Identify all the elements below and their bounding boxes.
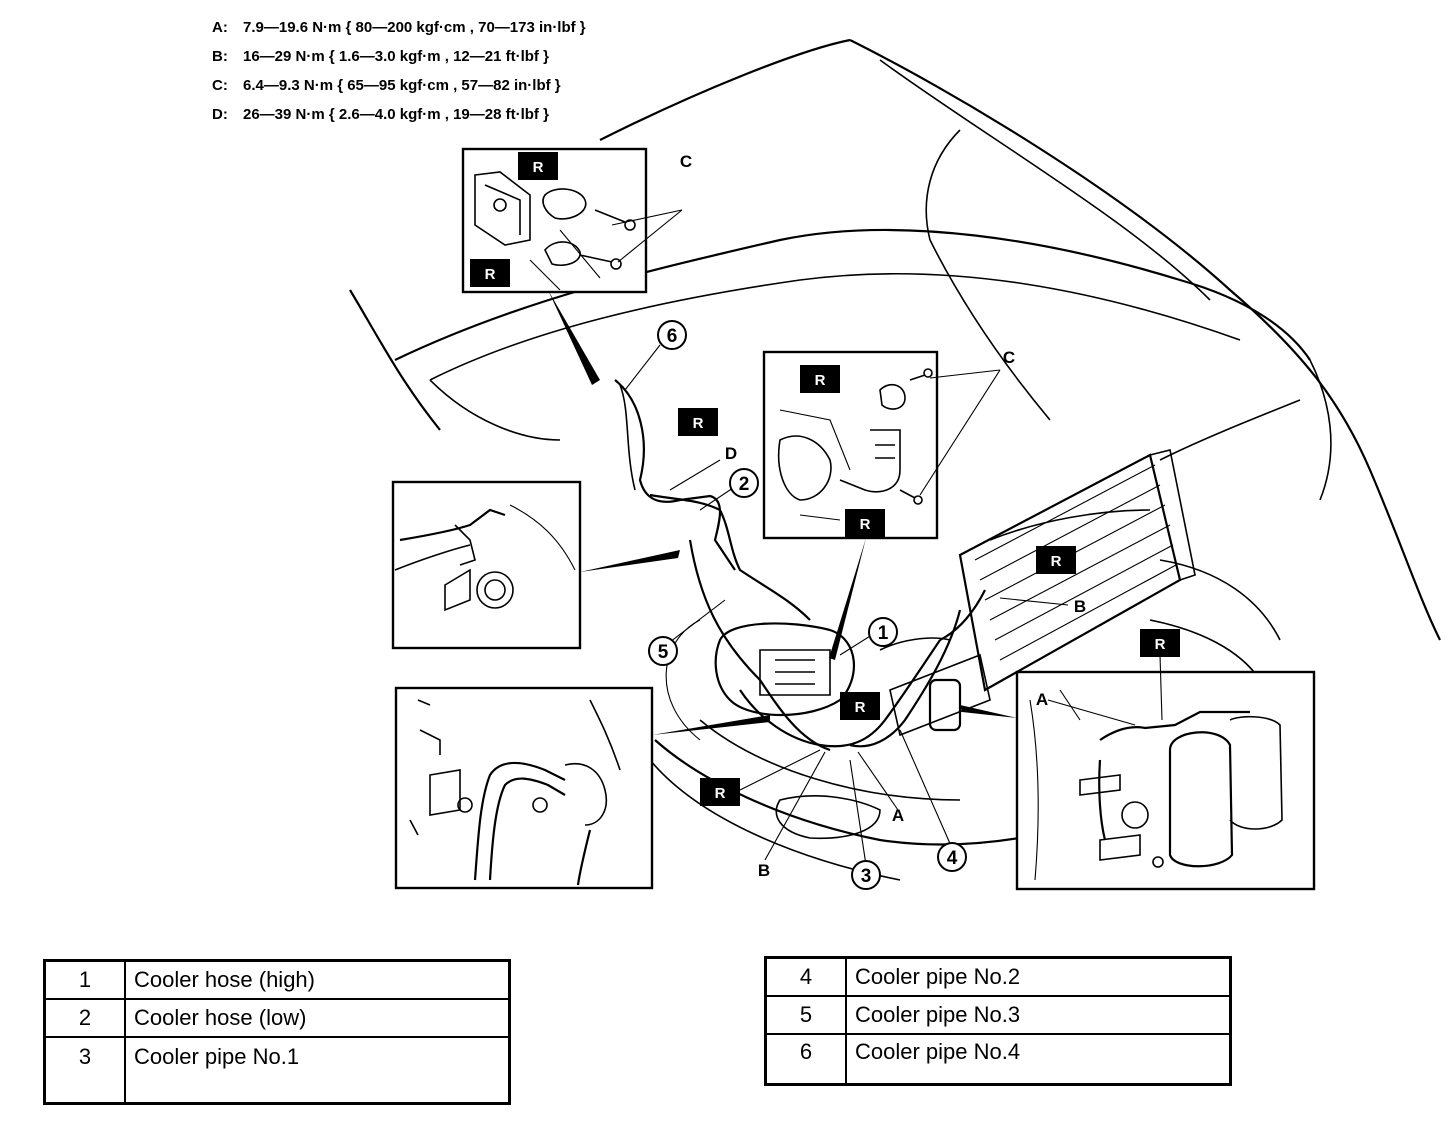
inset-lower-clamp (394, 686, 654, 890)
legend-part-number: 1 (43, 959, 126, 1000)
svg-text:3: 3 (861, 866, 872, 887)
replace-marker: R (700, 778, 740, 806)
svg-text:R: R (485, 266, 496, 283)
callout-1: 1 (868, 617, 898, 647)
spec-d-key: D: (212, 106, 228, 123)
legend-part-number: 4 (764, 956, 847, 997)
legend-part-name: Cooler pipe No.2 (845, 956, 1232, 997)
spec-a-key: A: (212, 19, 228, 36)
replace-marker: R (800, 365, 840, 393)
leader-lines (548, 209, 1163, 866)
spec-b-key: B: (212, 48, 228, 65)
callout-2: 2 (729, 468, 759, 498)
svg-text:R: R (533, 159, 544, 176)
svg-text:6: 6 (667, 326, 678, 347)
label-a-inset: A (1036, 690, 1048, 709)
legend-part-name: Cooler hose (low) (124, 998, 511, 1038)
spec-d-value: 26—39 N·m { 2.6—4.0 kgf·m , 19—28 ft·lbf… (243, 106, 549, 123)
svg-text:R: R (815, 372, 826, 389)
label-c-right: C (1003, 348, 1015, 367)
replace-markers: R R R R R R R R R (470, 152, 1180, 806)
label-d: D (725, 444, 737, 463)
svg-text:R: R (860, 516, 871, 533)
legend-row: 6 Cooler pipe No.4 (764, 1033, 1232, 1086)
part-number-callouts: 1 2 3 4 5 6 (648, 320, 967, 890)
svg-text:R: R (1051, 553, 1062, 570)
label-b-condenser: B (1074, 597, 1086, 616)
callout-4: 4 (937, 842, 967, 872)
label-b-lower: B (758, 861, 770, 880)
replace-marker: R (678, 408, 718, 436)
replace-marker: R (518, 152, 558, 180)
svg-text:2: 2 (739, 474, 750, 495)
svg-text:R: R (1155, 636, 1166, 653)
replace-marker: R (1036, 546, 1076, 574)
torque-spec-list: A: 7.9—19.6 N·m { 80—200 kgf·cm , 70—173… (212, 19, 586, 123)
callout-6: 6 (657, 320, 687, 350)
parts-legend-left: 1 Cooler hose (high) 2 Cooler hose (low)… (43, 959, 511, 1105)
letter-labels: C C D B A B A (680, 152, 1086, 880)
pointer-lower-inset (652, 715, 770, 735)
legend-part-name: Cooler pipe No.3 (845, 995, 1232, 1035)
svg-text:R: R (693, 415, 704, 432)
callout-5: 5 (648, 636, 678, 666)
spec-c-key: C: (212, 77, 228, 94)
legend-part-number: 5 (764, 995, 847, 1035)
legend-part-name: Cooler hose (high) (124, 959, 511, 1000)
pointer-right-inset (960, 705, 1017, 718)
legend-row: 5 Cooler pipe No.3 (764, 995, 1232, 1035)
inset-body-clip (391, 480, 582, 650)
label-c-top: C (680, 152, 692, 171)
svg-text:4: 4 (947, 848, 958, 869)
legend-part-name: Cooler pipe No.1 (124, 1036, 511, 1105)
inset-receiver-drier (1015, 670, 1316, 891)
callout-3: 3 (851, 860, 881, 890)
legend-part-name: Cooler pipe No.4 (845, 1033, 1232, 1086)
legend-row: 1 Cooler hose (high) (43, 959, 511, 1000)
spec-b-value: 16—29 N·m { 1.6—3.0 kgf·m , 12—21 ft·lbf… (243, 48, 549, 65)
legend-row: 2 Cooler hose (low) (43, 998, 511, 1038)
pointer-top-inset (548, 290, 600, 385)
svg-text:R: R (855, 699, 866, 716)
replace-marker: R (845, 509, 885, 537)
legend-part-number: 6 (764, 1033, 847, 1086)
replace-marker: R (1140, 629, 1180, 657)
pipe-runs (614, 379, 986, 752)
inset-compressor-fitting (762, 350, 939, 540)
replace-marker: R (840, 692, 880, 720)
receiver-drier (889, 653, 991, 737)
legend-row: 4 Cooler pipe No.2 (764, 956, 1232, 997)
pointer-upper-right-inset (829, 538, 866, 660)
legend-part-number: 2 (43, 998, 126, 1038)
replace-marker: R (470, 259, 510, 287)
legend-row: 3 Cooler pipe No.1 (43, 1036, 511, 1105)
pointer-left-inset (580, 550, 680, 572)
spec-a-value: 7.9—19.6 N·m { 80—200 kgf·cm , 70—173 in… (243, 19, 586, 36)
svg-text:R: R (715, 785, 726, 802)
spec-c-value: 6.4—9.3 N·m { 65—95 kgf·cm , 57—82 in·lb… (243, 77, 561, 94)
svg-text:5: 5 (658, 642, 669, 663)
legend-part-number: 3 (43, 1036, 126, 1105)
label-a-lower: A (892, 806, 904, 825)
svg-text:1: 1 (878, 623, 889, 644)
parts-legend-right: 4 Cooler pipe No.2 5 Cooler pipe No.3 6 … (764, 956, 1232, 1086)
